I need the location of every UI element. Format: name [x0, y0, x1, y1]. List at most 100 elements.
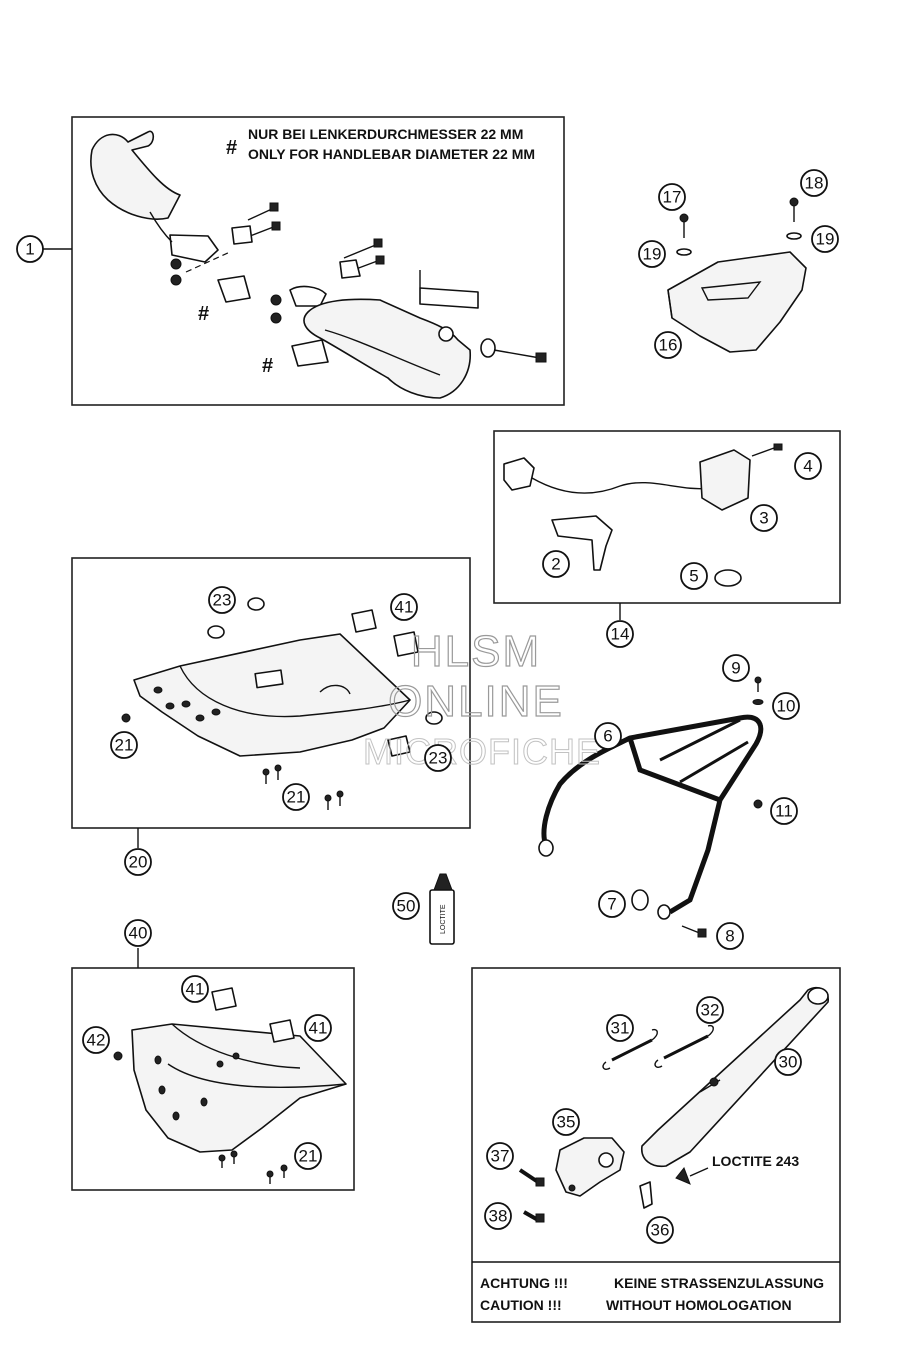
callout-32: 32	[696, 996, 724, 1024]
svg-text:2: 2	[551, 555, 560, 574]
callout-23-top: 23	[208, 586, 236, 614]
callout-14: 14	[606, 620, 634, 648]
callout-21-left: 21	[110, 731, 138, 759]
skid-plate-group	[71, 557, 471, 848]
svg-text:50: 50	[397, 897, 416, 916]
callout-17: 17	[658, 183, 686, 211]
callout-16: 16	[654, 331, 682, 359]
engine-guard-block-b	[269, 1019, 295, 1043]
callout-20: 20	[124, 848, 152, 876]
watermark-line2: ONLINE	[388, 677, 564, 726]
tail-light-group	[493, 430, 841, 620]
svg-text:19: 19	[643, 245, 662, 264]
watermark-line3: MICROFICHE	[363, 731, 601, 772]
handlebar-grip	[419, 287, 479, 309]
callout-4: 4	[794, 452, 822, 480]
callout-9: 9	[722, 654, 750, 682]
svg-text:32: 32	[701, 1001, 720, 1020]
svg-text:31: 31	[611, 1019, 630, 1038]
svg-text:40: 40	[129, 924, 148, 943]
callout-37: 37	[486, 1142, 514, 1170]
callout-6: 6	[594, 722, 622, 750]
callout-21-bottom: 21	[282, 783, 310, 811]
left-handguard	[90, 130, 181, 220]
spring-32	[663, 1034, 709, 1060]
warning-en-label: CAUTION !!!	[480, 1297, 562, 1313]
handguard-note-de: NUR BEI LENKERDURCHMESSER 22 MM	[248, 126, 523, 142]
watermark-line1: HLSM	[411, 627, 541, 676]
seat-pad-group	[667, 197, 807, 353]
svg-text:8: 8	[725, 927, 734, 946]
callout-19-right: 19	[811, 225, 839, 253]
rubber-block-a	[351, 609, 377, 633]
warning-en-text: WITHOUT HOMOLOGATION	[606, 1297, 792, 1313]
callout-31: 31	[606, 1014, 634, 1042]
skid-plate	[133, 633, 411, 757]
handguard-note-en: ONLY FOR HANDLEBAR DIAMETER 22 MM	[248, 146, 535, 162]
note-hash-symbol: #	[226, 137, 237, 159]
svg-text:21: 21	[115, 736, 134, 755]
svg-text:14: 14	[611, 625, 630, 644]
callout-2: 2	[542, 550, 570, 578]
engine-guard-holes	[154, 1052, 240, 1121]
connector-plug	[503, 457, 535, 491]
svg-text:9: 9	[731, 659, 740, 678]
seat-pad	[667, 251, 807, 353]
loctite-bottle-label: LOCTITE	[440, 904, 447, 934]
side-stand-box	[471, 967, 841, 1323]
callout-42: 42	[82, 1026, 110, 1054]
engine-guard-block-a	[211, 987, 237, 1011]
callout-41-skid: 41	[390, 593, 418, 621]
left-clamp	[231, 225, 253, 245]
svg-text:10: 10	[777, 697, 796, 716]
callout-41-guard-top: 41	[181, 975, 209, 1003]
engine-guard-box	[71, 967, 355, 1191]
handguard-box	[71, 116, 565, 406]
left-bolts	[247, 202, 385, 273]
svg-text:38: 38	[489, 1207, 508, 1226]
handguard-group: # NUR BEI LENKERDURCHMESSER 22 MM ONLY F…	[42, 116, 565, 406]
left-spacer-22mm	[217, 275, 251, 303]
svg-text:4: 4	[803, 457, 812, 476]
rubber-buffer-a	[207, 625, 225, 639]
skid-plate-screws	[121, 713, 344, 810]
svg-text:16: 16	[659, 336, 678, 355]
callout-18: 18	[800, 169, 828, 197]
svg-text:7: 7	[607, 895, 616, 914]
callout-5: 5	[680, 562, 708, 590]
tail-light-box	[493, 430, 841, 604]
callout-7: 7	[598, 890, 626, 918]
svg-text:37: 37	[491, 1147, 510, 1166]
right-handguard	[303, 298, 471, 399]
callout-11: 11	[770, 797, 798, 825]
callout-21-guard: 21	[294, 1142, 322, 1170]
right-spacer-22mm	[291, 339, 329, 367]
watermark: HLSM ONLINE MICROFICHE	[363, 626, 601, 772]
svg-text:17: 17	[663, 188, 682, 207]
svg-text:41: 41	[186, 980, 205, 999]
wiring	[531, 477, 711, 494]
skid-plate-holes	[153, 686, 221, 722]
loctite-label: LOCTITE 243	[712, 1153, 799, 1169]
right-clamp	[289, 285, 327, 307]
callout-41-guard-right: 41	[304, 1014, 332, 1042]
side-stand-group: LOCTITE 243 ACHTUNG !!! KEINE STRASSENZU…	[471, 967, 841, 1323]
svg-text:#: #	[262, 355, 273, 377]
warning-de-text: KEINE STRASSENZULASSUNG	[614, 1275, 824, 1291]
svg-text:6: 6	[603, 727, 612, 746]
warning-de-label: ACHTUNG !!!	[480, 1275, 568, 1291]
tail-light-unit	[699, 449, 751, 511]
spring-31	[611, 1038, 653, 1062]
callout-40: 40	[124, 919, 152, 947]
left-handguard-mount	[169, 234, 219, 263]
callout-35: 35	[552, 1108, 580, 1136]
tail-light-bracket	[551, 515, 613, 571]
svg-text:35: 35	[557, 1113, 576, 1132]
loctite-bottle: LOCTITE	[429, 873, 455, 945]
svg-text:30: 30	[779, 1053, 798, 1072]
rack-spacer	[631, 889, 649, 911]
svg-text:42: 42	[87, 1031, 106, 1050]
svg-text:36: 36	[651, 1221, 670, 1240]
luggage-rack-group	[538, 676, 764, 938]
